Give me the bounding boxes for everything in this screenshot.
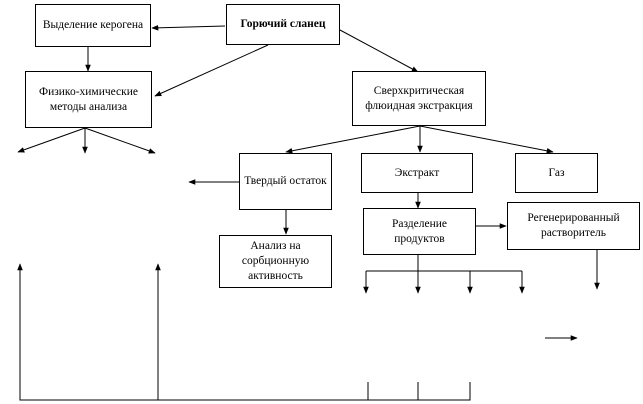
bottom-return-line: [19, 382, 471, 401]
node-extract-label: Экстракт: [394, 166, 440, 179]
arrow-shale-to-kerogen: [151, 25, 226, 31]
node-gas: Газ: [515, 153, 598, 193]
node-physchem-methods-label: Физико-химические методы анализа: [39, 85, 138, 113]
node-gas-label: Газ: [548, 166, 565, 179]
node-sorption-analysis-label: Анализ на сорбционную активность: [241, 240, 310, 282]
arrow-sfe-to-gas: [419, 125, 554, 154]
node-sorption-analysis: Анализ на сорбционную активность: [219, 235, 332, 288]
arrow-sfe-to-residue: [285, 125, 421, 154]
arrow-shale-to-physchem: [154, 44, 269, 97]
node-sfe: Сверхкритическая флюидная экстракция: [352, 71, 486, 126]
node-sfe-label: Сверхкритическая флюидная экстракция: [365, 84, 473, 112]
node-regenerated-solvent: Регенерированный растворитель: [507, 202, 640, 250]
node-extract: Экстракт: [361, 153, 473, 193]
node-solid-residue-label: Твердый остаток: [244, 175, 327, 187]
node-oil-shale-label: Горючий сланец: [240, 18, 326, 30]
node-regenerated-solvent-label: Регенерированный растворитель: [527, 212, 620, 239]
node-product-separation-label: Разделение продуктов: [391, 217, 448, 245]
arrow-physchem-right: [84, 127, 156, 154]
node-solid-residue: Твердый остаток: [239, 153, 332, 210]
node-kerogen-isolation: Выделение керогена: [35, 4, 151, 47]
arrow-shale-to-sfe: [339, 29, 419, 73]
node-physchem-methods: Физико-химические методы анализа: [25, 71, 152, 128]
node-product-separation: Разделение продуктов: [363, 208, 476, 255]
arrow-physchem-left: [17, 127, 86, 153]
node-kerogen-isolation-label: Выделение керогена: [42, 19, 144, 31]
node-oil-shale: Горючий сланец: [226, 4, 340, 45]
